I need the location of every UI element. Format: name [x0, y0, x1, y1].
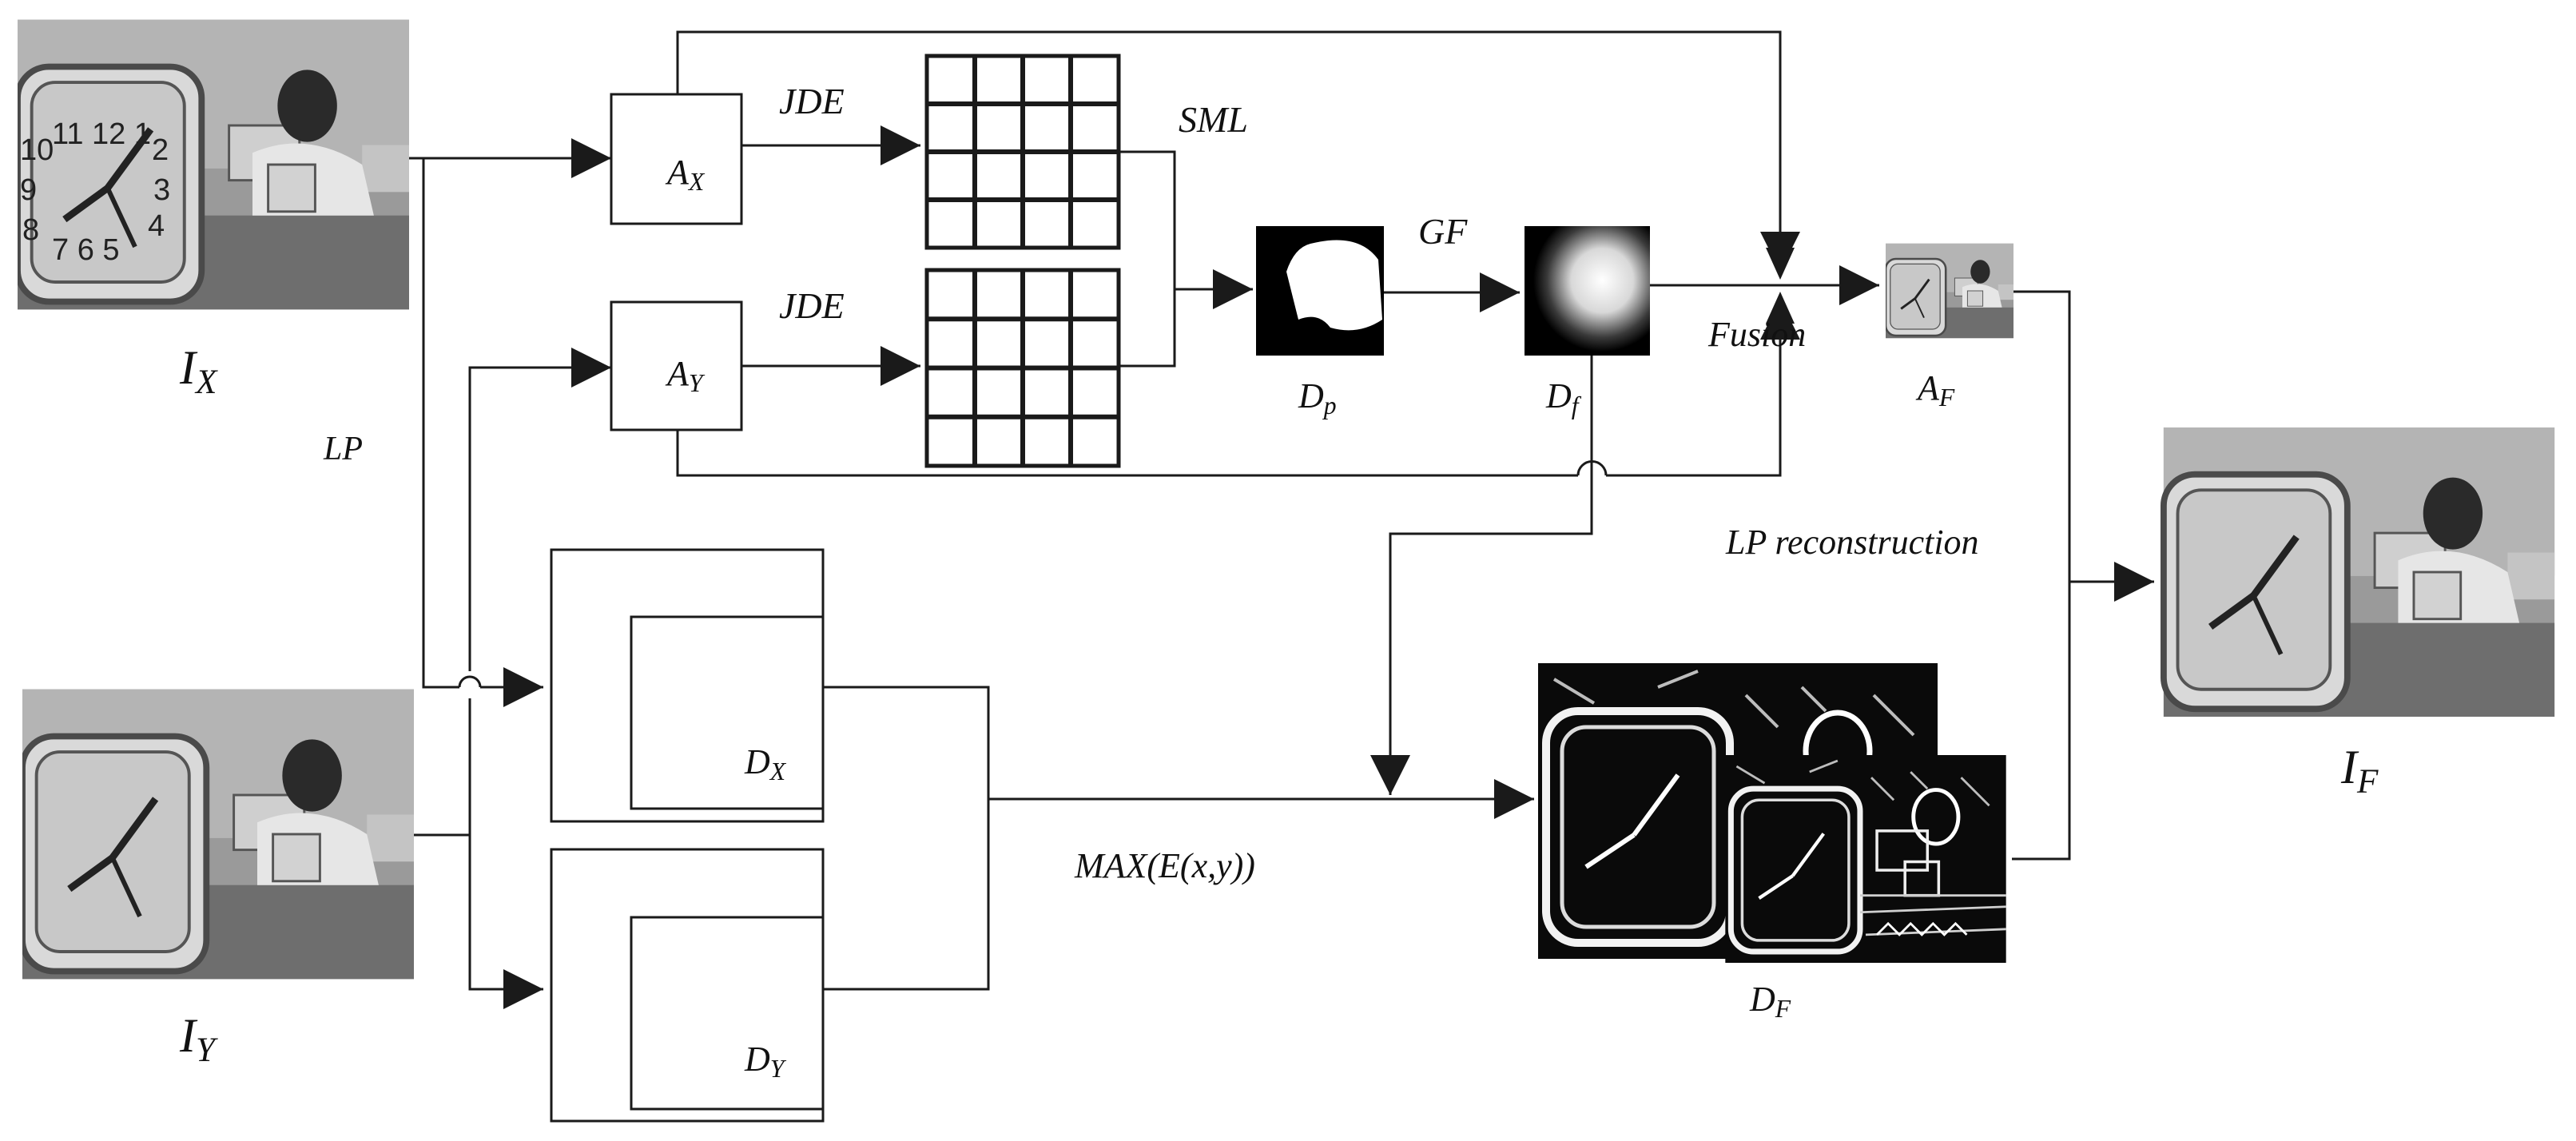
df-down-line	[1370, 356, 1593, 795]
numeral-top: 11 12 1	[52, 117, 151, 151]
ax-box	[610, 93, 743, 225]
sml-grid-bottom	[924, 268, 1121, 468]
numeral-bottom: 7 6 5	[52, 233, 120, 267]
label-ay: AY	[665, 354, 706, 397]
dy-inner-box	[630, 916, 825, 1111]
numeral-9: 9	[20, 173, 37, 207]
image-af	[1886, 241, 2013, 340]
sml-merge-bottom	[1119, 289, 1176, 368]
ay-bypass-line	[676, 430, 1578, 477]
ay-bypass-line-2	[1606, 300, 1800, 477]
labels: IX IY IF AX AY AF Dp Df DX DY DF LP JDE …	[179, 81, 2379, 1083]
sml-grid-top	[924, 54, 1121, 250]
dx-inner-box	[630, 615, 825, 810]
label-dy: DY	[744, 1040, 787, 1083]
label-dp: Dp	[1298, 376, 1337, 419]
numeral-2: 2	[152, 133, 169, 167]
label-ix: IX	[179, 341, 218, 401]
iy-lp-trunk	[411, 348, 611, 837]
ix-lp-trunk	[422, 158, 543, 707]
label-dx: DX	[744, 742, 787, 785]
numeral-10: 10	[20, 133, 54, 167]
dx-output-line	[823, 686, 990, 799]
label-jde-bottom: JDE	[779, 285, 845, 326]
clock-numerals-ix: 11 12 1 10 9 8 2 3 4 7 6 5	[20, 117, 170, 267]
label-jde-top: JDE	[779, 81, 845, 121]
label-max-energy: MAX(E(x,y))	[1074, 846, 1255, 885]
sml-merge-top	[1119, 150, 1176, 289]
numeral-3: 3	[153, 173, 170, 207]
label-dF: DF	[1749, 980, 1791, 1023]
label-df: Df	[1545, 376, 1582, 419]
label-fusion: Fusion	[1707, 315, 1806, 354]
label-ax: AX	[665, 153, 706, 196]
image-dF	[1538, 663, 2006, 963]
label-af: AF	[1915, 368, 1955, 411]
dF-to-recon-line	[2012, 582, 2071, 861]
hop-arc-left	[458, 675, 482, 688]
numeral-8: 8	[22, 213, 39, 247]
image-iy	[22, 690, 414, 980]
label-lp: LP	[323, 431, 363, 467]
label-lp-reconstruction: LP reconstruction	[1725, 523, 1979, 562]
label-iy: IY	[179, 1009, 218, 1069]
ax-bypass-line	[676, 30, 1800, 272]
label-gf: GF	[1418, 211, 1468, 252]
image-if	[2164, 427, 2554, 717]
iy-to-dy-line	[468, 835, 543, 1009]
label-if: IF	[2340, 741, 2379, 801]
dy-output-line	[823, 799, 990, 991]
connectors	[406, 30, 2154, 1009]
fusion-node	[1766, 248, 1795, 324]
af-to-recon-line	[2012, 290, 2071, 582]
ay-box	[610, 300, 743, 431]
numeral-4: 4	[148, 209, 165, 243]
image-df	[1525, 226, 1650, 356]
image-dp	[1256, 226, 1384, 356]
label-sml: SML	[1179, 99, 1248, 140]
